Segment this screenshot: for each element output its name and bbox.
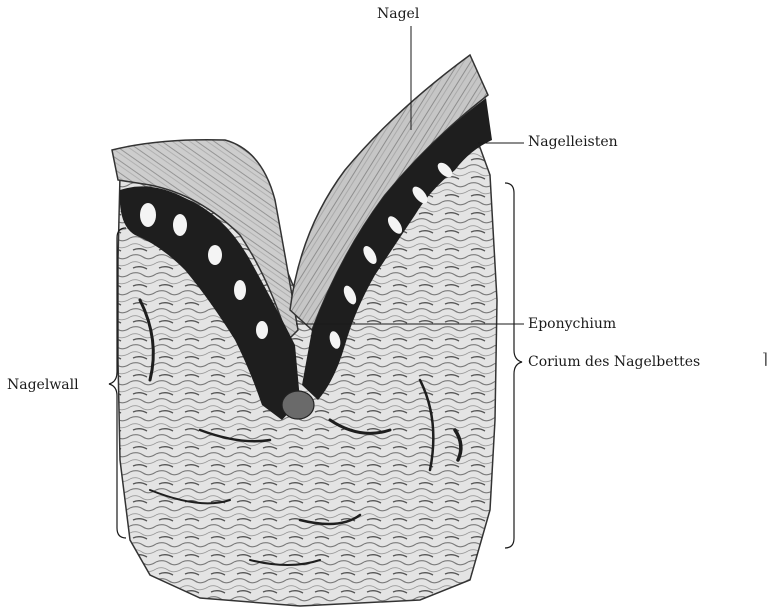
- label-corium: Corium des Nagelbettes: [528, 354, 700, 370]
- label-nagelleisten: Nagelleisten: [528, 134, 618, 150]
- bracket-mark: ⌉: [762, 350, 768, 368]
- label-nagel: Nagel: [377, 6, 419, 22]
- label-eponychium: Eponychium: [528, 316, 616, 332]
- nail-root: [282, 391, 314, 419]
- label-nagelwall: Nagelwall: [7, 377, 79, 393]
- brace-right: [505, 183, 522, 548]
